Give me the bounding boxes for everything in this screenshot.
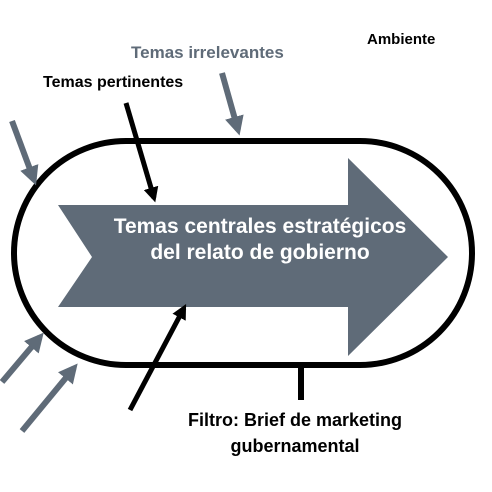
filter-outline <box>11 138 475 368</box>
filter-label: Filtro: Brief de marketing gubernamental <box>187 410 403 456</box>
environment-label: Ambiente <box>367 31 436 48</box>
central-topics-arrow <box>58 158 448 356</box>
central-topics-label: Temas centrales estratégicos del relato … <box>113 215 407 264</box>
irrelevant-topics-label: Temas irrelevantes <box>131 43 284 62</box>
irrelevant-topic-arrow <box>0 332 44 384</box>
irrelevant-topic-arrow <box>219 72 244 136</box>
irrelevant-topic-arrow <box>9 119 39 186</box>
pertinent-topic-arrow <box>123 102 159 203</box>
irrelevant-topic-arrow <box>19 363 78 433</box>
pertinent-topics-label: Temas pertinentes <box>43 74 184 91</box>
pertinent-topic-arrow <box>127 304 187 412</box>
